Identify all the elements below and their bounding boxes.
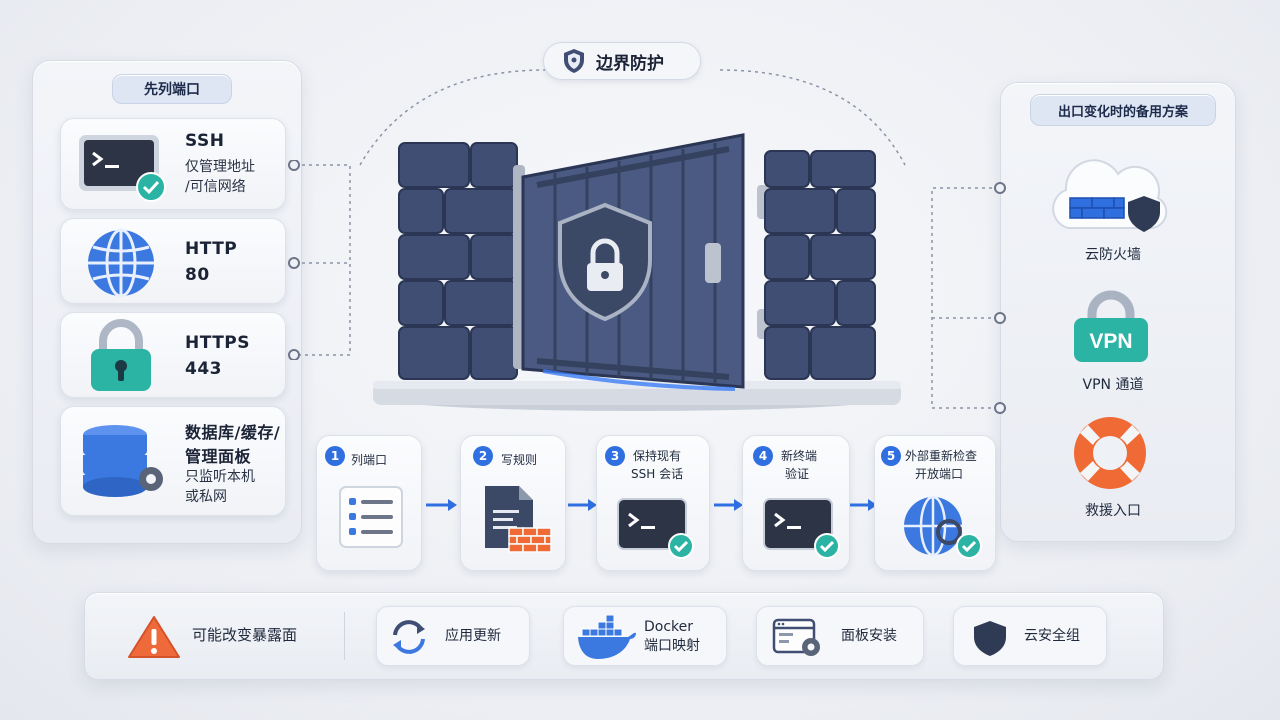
step-card-2[interactable]: 2 写规则 (460, 435, 566, 571)
page-title: 边界防护 (596, 53, 664, 74)
port-card-http[interactable]: HTTP 80 (60, 218, 286, 304)
port-sub: 或私网 (185, 489, 227, 505)
chip-label: Docker (644, 619, 694, 635)
chip-docker[interactable]: Docker 端口映射 (563, 606, 727, 666)
chip-app-update[interactable]: 应用更新 (376, 606, 530, 666)
firewall-gate-illustration (373, 133, 901, 411)
port-title-line2: 管理面板 (185, 447, 252, 466)
step-label: 外部重新检查 (905, 449, 978, 463)
document-firewall-icon (485, 486, 552, 553)
refresh-icon (393, 620, 425, 654)
step-label: 写规则 (501, 453, 538, 467)
arrow-icon (426, 499, 457, 511)
port-title: HTTP (185, 239, 238, 259)
arrow-icon (568, 499, 597, 511)
vpn-lock-icon: VPN (1074, 290, 1148, 362)
step-label-line2: 验证 (785, 467, 810, 481)
step-label: 保持现有 (633, 449, 682, 463)
step-number: 5 (881, 446, 901, 466)
port-card-database[interactable]: 数据库/缓存/ 管理面板 只监听本机 或私网 (60, 406, 286, 516)
right-item-label: VPN 通道 (1082, 377, 1144, 393)
globe-search-icon (904, 495, 982, 559)
port-title: 数据库/缓存/ (185, 423, 281, 442)
step-label: 新终端 (781, 449, 818, 463)
lifebuoy-icon (1074, 417, 1146, 489)
database-gear-icon (83, 425, 163, 497)
left-panel-heading: 先列端口 (112, 74, 232, 104)
port-card-ssh[interactable]: SSH 仅管理地址 /可信网络 (60, 118, 286, 210)
port-card-https[interactable]: HTTPS 443 (60, 312, 286, 398)
chip-label: 云安全组 (1024, 628, 1080, 644)
terminal-check-icon (763, 498, 840, 559)
terminal-check-icon (617, 498, 694, 559)
right-item-label: 救援入口 (1085, 503, 1141, 519)
chip-label: 面板安装 (841, 628, 897, 644)
right-panel-heading: 出口变化时的备用方案 (1030, 94, 1216, 126)
port-sub: 只监听本机 (185, 469, 255, 485)
list-icon (339, 486, 403, 548)
terminal-icon (79, 135, 166, 202)
step-number: 3 (605, 446, 625, 466)
port-sub: 80 (185, 265, 210, 285)
chip-panel-install[interactable]: 面板安装 (756, 606, 924, 666)
step-label: 列端口 (351, 453, 388, 467)
step-card-4[interactable]: 4 新终端 验证 (742, 435, 850, 571)
left-connector (288, 160, 351, 360)
step-label-line2: SSH 会话 (631, 467, 684, 481)
chip-label-line2: 端口映射 (644, 638, 700, 654)
step-card-1[interactable]: 1 列端口 (316, 435, 422, 571)
port-sub: 仅管理地址 (185, 159, 255, 175)
arrow-icon (850, 499, 877, 511)
globe-icon (88, 228, 154, 298)
shield-icon (974, 621, 1006, 656)
shield-icon (564, 49, 584, 73)
panel-gear-icon (772, 618, 820, 656)
port-sub: 443 (185, 359, 222, 379)
step-card-3[interactable]: 3 保持现有 SSH 会话 (596, 435, 710, 571)
vpn-badge: VPN (1089, 330, 1132, 353)
right-item-label: 云防火墙 (1085, 247, 1141, 263)
right-connector (931, 182, 1006, 414)
port-title: SSH (185, 131, 225, 151)
step-card-5[interactable]: 5 外部重新检查 开放端口 (874, 435, 996, 571)
warning-label: 可能改变暴露面 (192, 626, 298, 644)
chip-label: 应用更新 (445, 628, 501, 644)
docker-icon (578, 615, 636, 659)
port-sub: /可信网络 (185, 179, 246, 195)
title-badge: 边界防护 (543, 42, 701, 80)
step-number: 1 (325, 446, 345, 466)
step-number: 4 (753, 446, 773, 466)
arrow-icon (714, 499, 743, 511)
lock-icon (91, 319, 151, 391)
chip-cloud-security-group[interactable]: 云安全组 (953, 606, 1107, 666)
warning-icon (128, 616, 180, 658)
cloud-firewall-icon (1052, 159, 1168, 232)
step-label-line2: 开放端口 (915, 467, 964, 481)
step-number: 2 (473, 446, 493, 466)
port-title: HTTPS (185, 333, 251, 353)
divider (344, 612, 345, 660)
